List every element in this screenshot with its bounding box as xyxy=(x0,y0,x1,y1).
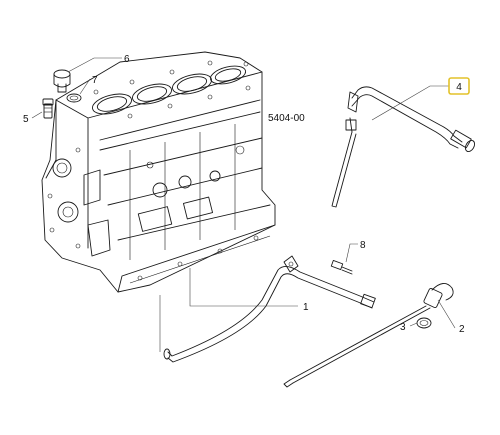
callout-4: 4 xyxy=(456,82,462,93)
callout-4-highlight xyxy=(448,77,470,95)
part-8-bolt[interactable] xyxy=(330,260,353,275)
callout-7: 7 xyxy=(92,75,98,86)
leader-lines xyxy=(31,57,456,352)
part-5-plug[interactable] xyxy=(42,98,54,119)
part-4-dipstick-tube[interactable] xyxy=(331,86,476,208)
callout-1: 1 xyxy=(303,302,309,313)
callout-3: 3 xyxy=(400,322,406,333)
part-1-oil-tube[interactable] xyxy=(163,255,376,363)
engine-block[interactable] xyxy=(41,51,276,293)
part-3-o-ring[interactable] xyxy=(416,317,432,329)
callout-6: 6 xyxy=(124,54,130,65)
part-6-cap[interactable] xyxy=(53,69,71,93)
part-7-seal-ring[interactable] xyxy=(66,93,82,103)
callout-8: 8 xyxy=(360,240,366,251)
reference-code: 5404-00 xyxy=(268,113,305,124)
part-2-dipstick[interactable] xyxy=(283,283,454,388)
callout-labels: 6 7 5 4 8 1 2 3 5404-00 xyxy=(23,54,470,335)
callout-2: 2 xyxy=(459,324,465,335)
callout-5: 5 xyxy=(23,114,29,125)
